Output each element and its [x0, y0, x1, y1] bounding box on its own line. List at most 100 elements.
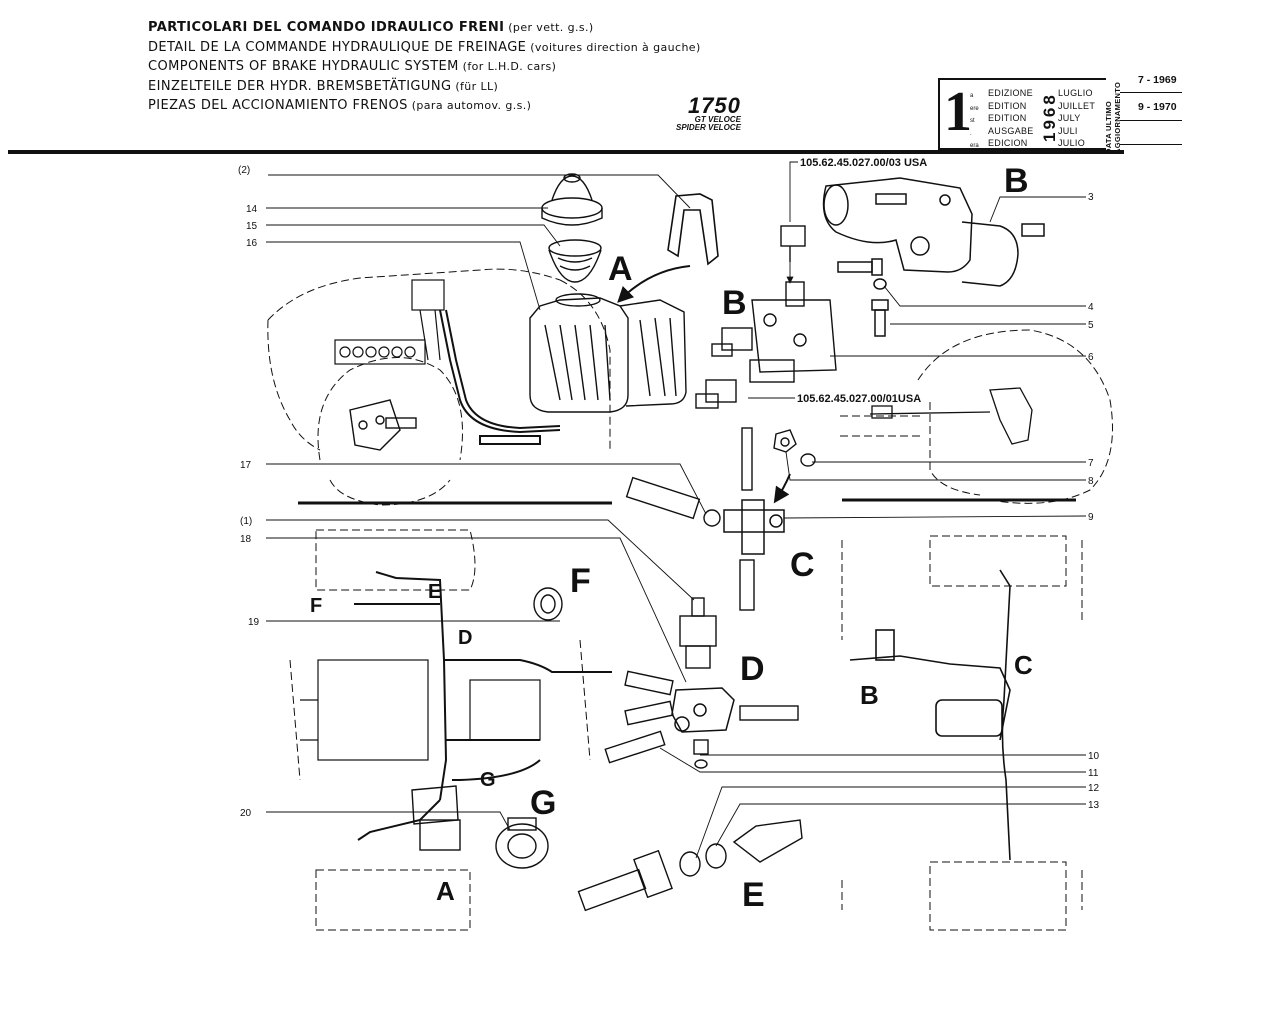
letter-d-chassis: D — [458, 627, 472, 649]
update-line — [1120, 144, 1182, 145]
callout-5: 5 — [1088, 320, 1094, 331]
callout-19: 19 — [248, 617, 260, 628]
callout-3: 3 — [1088, 192, 1094, 203]
washer-8 — [800, 453, 816, 467]
callout-ref-2: (2) — [238, 165, 250, 176]
letter-g-clip: G — [530, 784, 556, 822]
letter-e-chassis: E — [428, 581, 441, 603]
brake-light-switch — [679, 597, 717, 669]
letter-c-rear: C — [1014, 650, 1033, 680]
letter-b-rear: B — [860, 680, 879, 710]
letter-f-chassis: F — [310, 595, 322, 617]
edition-words: EDIZIONE EDITION EDITION AUSGABE EDICION — [988, 87, 1034, 150]
edition-box: 1 a ere st . era EDIZIONE EDITION EDITIO… — [938, 78, 1106, 150]
edition-month: JULIO — [1058, 138, 1086, 148]
callout-7: 7 — [1088, 458, 1094, 469]
chassis-outline-right — [841, 535, 1083, 931]
leader-lines — [266, 161, 1087, 859]
chassis-outline-left — [289, 529, 591, 931]
callout-15: 15 — [246, 221, 258, 232]
callout-18: 18 — [240, 534, 252, 545]
callout-6: 6 — [1088, 352, 1094, 363]
reservoir-cap — [541, 173, 603, 226]
part-number-01: 105.62.45.027.00/01USA — [797, 393, 921, 405]
title-french: DETAIL DE LA COMMANDE HYDRAULIQUE DE FRE… — [148, 39, 701, 55]
letter-g-chassis: G — [480, 769, 496, 791]
edition-number: 1 — [944, 81, 972, 143]
edition-suffix: era — [970, 143, 979, 149]
model-variant-gt: GT VELOCE — [694, 115, 741, 124]
callout-10: 10 — [1088, 751, 1100, 762]
edition-word: AUSGABE — [988, 125, 1034, 136]
front-brake-caliper — [349, 399, 417, 451]
four-way-union — [671, 687, 735, 733]
upper-pipe-fitting — [739, 427, 755, 611]
reservoir-bracket — [667, 193, 719, 266]
brake-pressure-switch-assembly — [695, 225, 837, 409]
edition-month: JULY — [1058, 113, 1081, 123]
edition-word: EDIZIONE — [988, 88, 1033, 98]
callout-17: 17 — [240, 460, 252, 471]
pipe-clip-g — [495, 817, 549, 869]
title-german: EINZELTEILE DER HYDR. BREMSBETÄTIGUNG (f… — [148, 78, 499, 94]
bolt-5 — [871, 299, 889, 337]
letter-f-grommet: F — [570, 562, 591, 600]
washer-10 — [693, 739, 709, 769]
callout-16: 16 — [246, 238, 258, 249]
arrow-a — [617, 265, 691, 303]
model-variant-spider: SPIDER VELOCE — [676, 123, 741, 132]
title-block: PARTICOLARI DEL COMANDO IDRAULICO FRENI … — [148, 18, 701, 116]
grommet-f — [533, 587, 563, 621]
update-line — [1120, 92, 1182, 93]
edition-month: JUILLET — [1058, 100, 1096, 111]
callout-11: 11 — [1088, 768, 1099, 779]
servo-unit — [411, 785, 461, 851]
front-car-outline — [267, 268, 611, 506]
engine-gearbox-left — [300, 659, 541, 761]
callout-14: 14 — [246, 204, 258, 215]
edition-month: LUGLIO — [1058, 88, 1093, 98]
brake-lines-left — [354, 571, 612, 841]
edition-word: EDICION — [988, 138, 1028, 148]
callout-9: 9 — [1088, 512, 1094, 523]
front-engine-block — [334, 279, 445, 365]
update-line — [1120, 120, 1182, 121]
master-cylinder-bolt — [837, 258, 883, 276]
edition-suffixes: a ere st . era — [970, 90, 979, 153]
letter-a-reservoir: A — [608, 250, 633, 288]
rear-axle-lines — [849, 569, 1011, 861]
edition-word: EDITION — [988, 113, 1027, 123]
pipe-fitting-17 — [625, 476, 721, 527]
brake-fluid-reservoir — [529, 293, 687, 413]
edition-suffix: . — [970, 130, 972, 137]
letter-b-master: B — [1004, 162, 1029, 200]
edition-month: JULI — [1058, 125, 1078, 136]
callout-ref-1: (1) — [240, 516, 252, 527]
model-block: 1750 GT VELOCE SPIDER VELOCE — [676, 93, 741, 132]
header-rule — [8, 150, 1124, 154]
letter-c-union: C — [790, 546, 815, 584]
arrow-c — [773, 473, 791, 504]
edition-word: EDITION — [988, 100, 1027, 111]
title-spanish: PIEZAS DEL ACCIONAMIENTO FRENOS (para au… — [148, 98, 532, 113]
part-number-03: 105.62.45.027.00/03 USA — [800, 157, 927, 169]
master-cylinder — [822, 177, 1045, 287]
edition-months: LUGLIO JUILLET JULY JULI JULIO — [1058, 87, 1095, 150]
model-number: 1750 — [687, 93, 741, 118]
edition-suffix: st — [970, 118, 975, 124]
update-date-2: 9 - 1970 — [1138, 101, 1177, 113]
letter-a-chassis: A — [436, 876, 455, 906]
callout-8: 8 — [1088, 476, 1094, 487]
letter-e-fitting: E — [742, 876, 765, 914]
callout-12: 12 — [1088, 783, 1100, 794]
title-italian: PARTICOLARI DEL COMANDO IDRAULICO FRENI … — [148, 20, 594, 35]
update-date-1: 7 - 1969 — [1138, 74, 1177, 86]
letter-d-switch: D — [740, 650, 765, 688]
edition-suffix: a — [970, 93, 974, 99]
three-way-union — [723, 499, 785, 555]
fitting-e-assembly — [577, 819, 803, 912]
letter-b-switch: B — [722, 284, 747, 322]
union-nut-7 — [773, 429, 797, 453]
front-brake-pipe — [439, 309, 561, 445]
